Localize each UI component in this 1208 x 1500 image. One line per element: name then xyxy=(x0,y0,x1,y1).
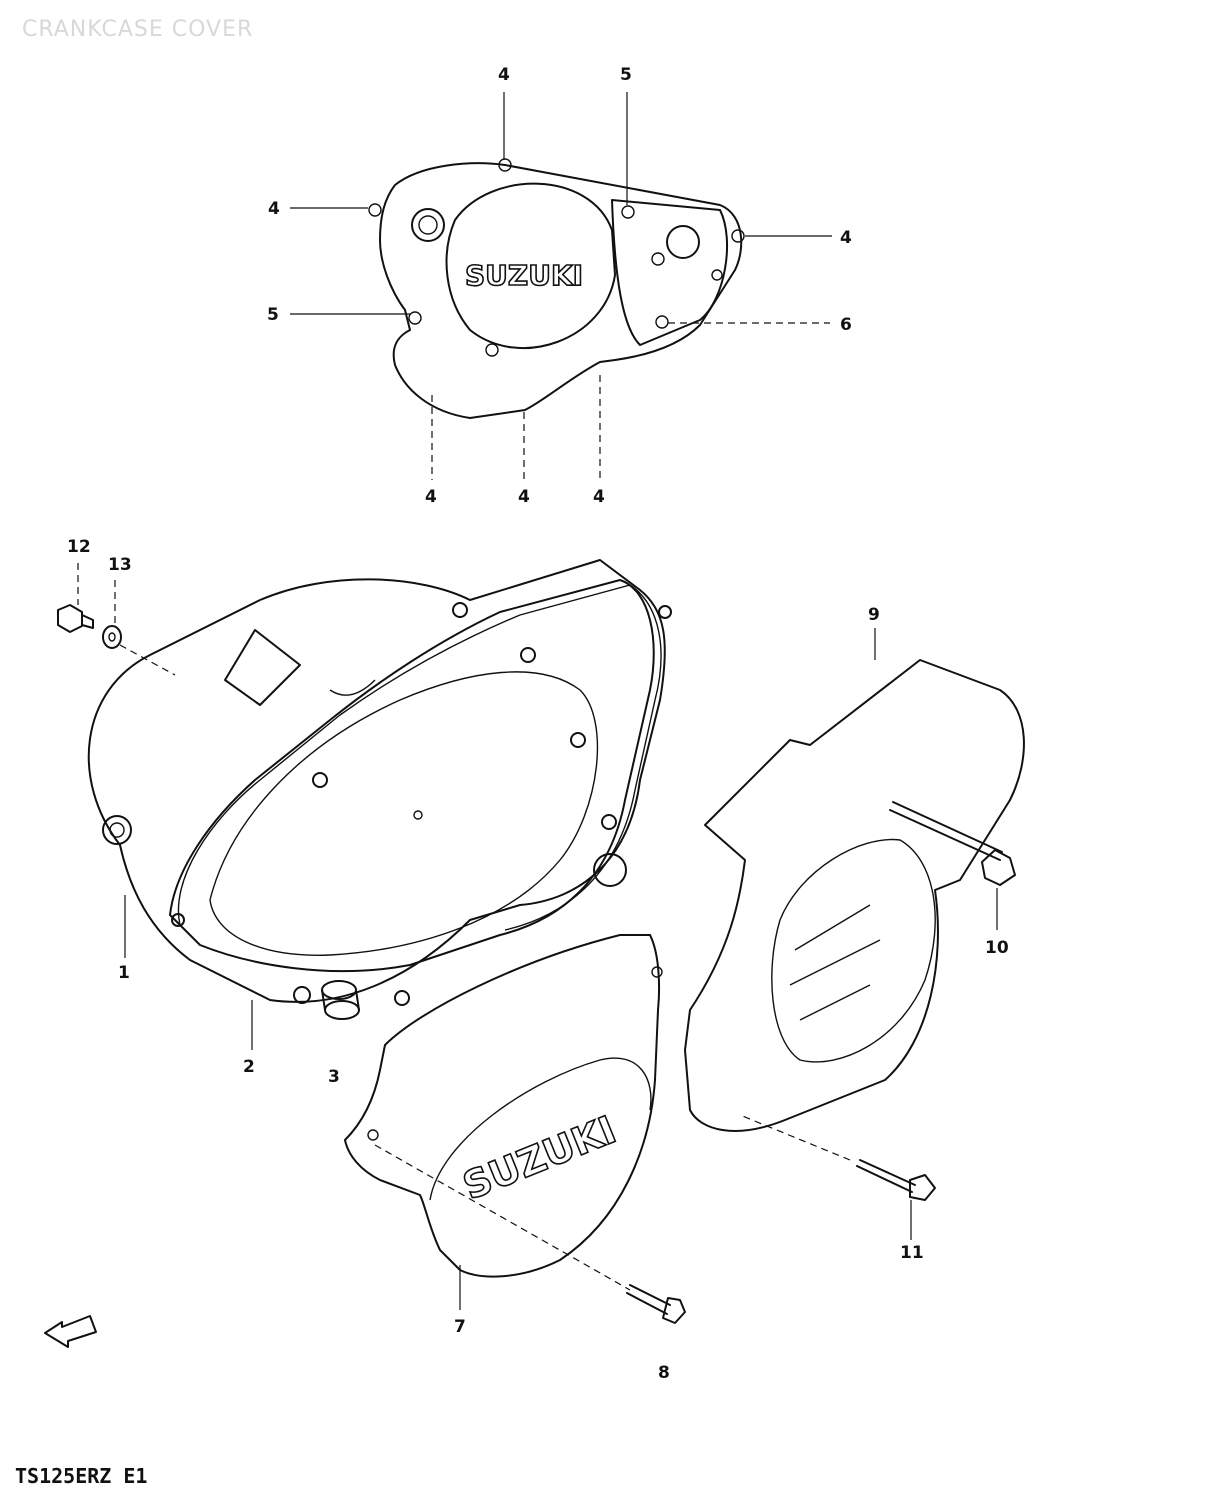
callout-5-top: 5 xyxy=(620,65,632,85)
callout-5-left: 5 xyxy=(267,305,279,325)
callout-13: 13 xyxy=(108,555,132,575)
assembled-cover-view: SUZUKI xyxy=(368,158,745,419)
callout-4-bottom-a: 4 xyxy=(425,487,437,507)
diagram-title: CRANKCASE COVER xyxy=(22,17,253,42)
bolt-part-11 xyxy=(856,1159,936,1201)
callout-4-left: 4 xyxy=(268,199,280,219)
callout-4-bottom-c: 4 xyxy=(593,487,605,507)
callout-8: 8 xyxy=(658,1363,670,1383)
callout-9: 9 xyxy=(868,605,880,625)
callout-numbers: 4 4 4 5 5 6 4 4 4 1 2 3 7 8 9 10 11 12 1… xyxy=(67,65,1009,1383)
leader-lines xyxy=(77,92,998,1310)
dowel-pin-part-3 xyxy=(293,980,410,1020)
callout-7: 7 xyxy=(454,1317,466,1337)
screw-part-8 xyxy=(626,1284,686,1324)
callout-1: 1 xyxy=(118,963,130,983)
callout-4-top: 4 xyxy=(498,65,510,85)
gasket-part-2 xyxy=(177,584,662,931)
callout-6: 6 xyxy=(840,315,852,335)
callout-10: 10 xyxy=(985,938,1009,958)
washer-part-13 xyxy=(102,625,122,649)
bolt-part-12 xyxy=(57,604,94,633)
callout-2: 2 xyxy=(243,1057,255,1077)
bolt-part-10 xyxy=(889,801,1016,886)
crankcase-cover-part-1 xyxy=(87,559,672,1003)
brand-logo-upper: SUZUKI xyxy=(465,259,583,292)
clutch-cover-part-7: SUZUKI xyxy=(344,934,663,1278)
brand-logo-lower: SUZUKI xyxy=(457,1108,622,1209)
callout-4-right: 4 xyxy=(840,228,852,248)
callout-12: 12 xyxy=(67,537,91,557)
callout-11: 11 xyxy=(900,1243,924,1263)
fwd-arrow-icon: FWD xyxy=(44,1315,97,1348)
model-code: TS125ERZ E1 xyxy=(15,1464,147,1488)
fwd-label: FWD xyxy=(66,1323,89,1339)
callout-3: 3 xyxy=(328,1067,340,1087)
callout-4-bottom-b: 4 xyxy=(518,487,530,507)
sprocket-cover-part-9 xyxy=(684,659,1025,1132)
